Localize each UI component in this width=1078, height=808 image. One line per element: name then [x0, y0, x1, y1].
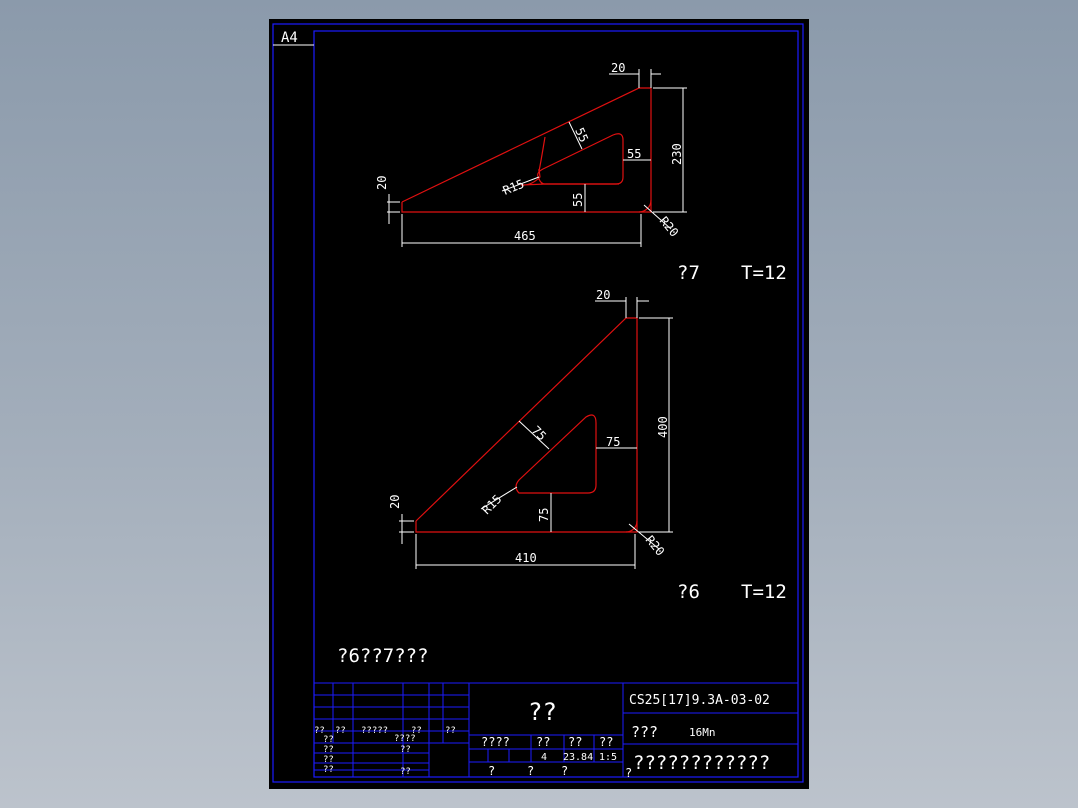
- part-name-label: ??: [528, 698, 557, 726]
- tb-sign-3: ??: [323, 745, 334, 755]
- company-name: ????????????: [633, 752, 770, 774]
- tb-sheet-label: ??: [599, 735, 613, 749]
- tb-sign-4: ??: [400, 745, 411, 755]
- tb-weight-label: ??: [536, 735, 550, 749]
- p6-thickness: T=12: [741, 581, 787, 603]
- p6-dim-corner-radius: R20: [643, 533, 668, 559]
- p7-dim-top-flat: 20: [611, 61, 625, 75]
- tb-hdr-4: ??: [411, 726, 422, 736]
- p7-dim-height: 230: [670, 143, 684, 165]
- tb-sign-7: ??: [400, 767, 411, 777]
- p7-dim-left-edge: 20: [375, 176, 389, 190]
- tb-foot-2: ?: [527, 764, 534, 778]
- tb-stage-label: ????: [481, 735, 510, 749]
- outer-border: [272, 23, 804, 783]
- tb-hdr-1: ??: [314, 726, 325, 736]
- tb-foot-1: ?: [488, 764, 495, 778]
- p6-dim-offset-diag: 75: [529, 423, 549, 443]
- part6-dimensions: 20 400 20 410 75 75 75 R15 R20: [388, 288, 673, 569]
- drawing-note: ?6??7???: [337, 645, 429, 667]
- tb-foot-3: ?: [561, 764, 568, 778]
- p7-dim-offset-diag: 55: [572, 126, 591, 145]
- tb-hdr-3: ?????: [361, 726, 388, 736]
- tb-hdr-2: ??: [335, 726, 346, 736]
- drawing-sheet: A4 20 230 20 465 55 55: [269, 19, 809, 789]
- tb-qty: 4: [541, 752, 547, 763]
- p7-dim-offset-bottom: 55: [571, 193, 585, 207]
- p6-label: ?6: [677, 581, 700, 603]
- tb-hdr-5: ??: [445, 726, 456, 736]
- tb-foot-4: ?: [625, 766, 632, 780]
- p6-dim-height: 400: [656, 416, 670, 438]
- tb-scale-label: ??: [568, 735, 582, 749]
- tb-sign-2: ????: [394, 734, 416, 744]
- tb-sign-6: ??: [323, 765, 334, 775]
- p6-dim-offset-bottom: 75: [537, 508, 551, 522]
- p6-dim-base: 410: [515, 551, 537, 565]
- p7-dim-inner-radius: R15: [501, 177, 526, 198]
- p7-dim-offset-right: 55: [627, 147, 641, 161]
- tb-weight: 23.84: [563, 752, 593, 763]
- p6-dim-left-edge: 20: [388, 495, 402, 509]
- p6-dim-top-flat: 20: [596, 288, 610, 302]
- material-value: 16Mn: [689, 726, 716, 739]
- p6-dim-offset-right: 75: [606, 435, 620, 449]
- tb-sign-1: ??: [323, 735, 334, 745]
- tb-scale: 1:5: [599, 752, 617, 763]
- p6-dim-inner-radius: R15: [479, 492, 504, 517]
- part7-dimensions: 20 230 20 465 55 55 55 R15 R20: [375, 61, 687, 247]
- format-label: A4: [281, 30, 298, 46]
- p7-dim-base: 465: [514, 229, 536, 243]
- part7-outline: [401, 87, 652, 213]
- drawing-number: CS25[17]9.3A-03-02: [629, 693, 770, 708]
- p7-label: ?7: [677, 262, 700, 284]
- tb-sign-5: ??: [323, 755, 334, 765]
- p7-dim-corner-radius: R20: [657, 214, 682, 240]
- material-label: ???: [631, 723, 658, 741]
- p7-thickness: T=12: [741, 262, 787, 284]
- title-block-grid: [314, 682, 798, 777]
- part6-outline: [415, 317, 638, 533]
- inner-frame: [313, 30, 799, 778]
